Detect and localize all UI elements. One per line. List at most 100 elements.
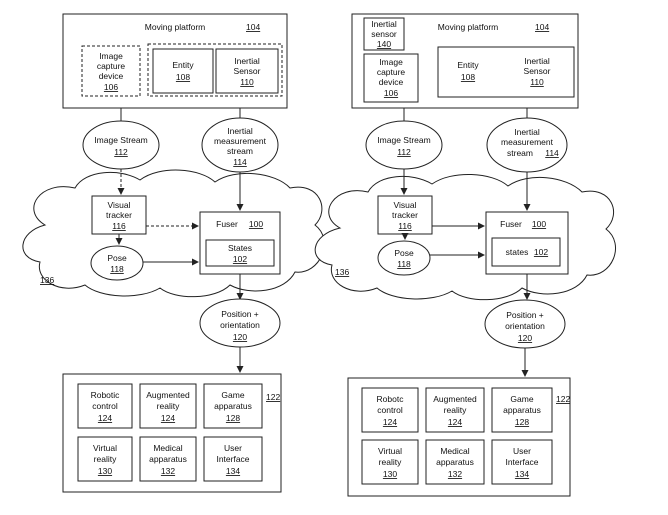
cloud-ref: 136: [335, 267, 349, 277]
app-label-1: Augmented: [433, 394, 477, 404]
image-capture-l2: capture: [377, 67, 406, 77]
image-capture-ref: 106: [384, 88, 398, 98]
pose-ref: 118: [397, 259, 411, 269]
image-capture-box: [81, 45, 141, 97]
app-label-1: Medical: [440, 446, 469, 456]
states-box: [491, 237, 561, 267]
apps-ref: 122: [556, 394, 570, 404]
app-ref: 132: [161, 466, 175, 476]
app-label-1: Augmented: [146, 390, 190, 400]
app-ref: 128: [226, 413, 240, 423]
inertial-sensor-l2: Sensor: [234, 66, 261, 76]
app-label-1: Medical: [153, 443, 182, 453]
inertial-sensor-l1: Inertial: [234, 56, 260, 66]
app-game-apparatus: Game apparatus 128: [203, 383, 263, 429]
image-stream-label: Image Stream: [377, 135, 430, 145]
image-capture-l2: capture: [97, 61, 126, 71]
app-augmented-reality: Augmented reality 124: [139, 383, 197, 429]
app-virtual-reality: Virtual reality 130: [361, 439, 419, 485]
image-capture-l1: Image: [379, 57, 403, 67]
pose-label: Pose: [107, 253, 127, 263]
states-ref: 102: [233, 254, 247, 264]
entity-group-box: [437, 46, 575, 98]
app-label-2: control: [377, 405, 403, 415]
app-label-2: reality: [444, 405, 467, 415]
app-label-1: Robotic: [91, 390, 121, 400]
pose-ellipse: [377, 240, 431, 276]
image-stream-ellipse: [82, 120, 160, 170]
app-label-2: apparatus: [503, 405, 541, 415]
image-stream-ellipse: [365, 120, 443, 170]
app-robotic-control: Robotic control 124: [77, 383, 133, 429]
image-stream-ref: 112: [397, 147, 411, 157]
visual-tracker-l2: tracker: [392, 210, 418, 220]
states-box: [205, 239, 275, 267]
position-ref: 120: [233, 332, 247, 342]
imu-stream-l3: stream: [507, 148, 533, 158]
visual-tracker-l1: Visual: [394, 200, 417, 210]
app-label-1: Game: [510, 394, 533, 404]
position-ref: 120: [518, 333, 532, 343]
inertial-sensor-140-l1: Inertial: [371, 19, 397, 29]
app-augmented-reality: Augmented reality 124: [425, 387, 485, 433]
app-game-apparatus: Game apparatus 128: [491, 387, 553, 433]
fuser-label: Fuser: [216, 219, 238, 229]
app-label-2: apparatus: [436, 457, 474, 467]
imu-stream-l2: measurement: [501, 137, 554, 147]
right-diagram: Moving platform 104 Inertial sensor 140 …: [314, 13, 616, 497]
visual-tracker-l1: Visual: [108, 200, 131, 210]
app-ref: 134: [226, 466, 240, 476]
image-capture-l3: device: [379, 77, 404, 87]
inertial-sensor-l1: Inertial: [524, 56, 550, 66]
pose-ellipse: [90, 245, 144, 281]
app-label-1: Game: [221, 390, 244, 400]
app-ref: 124: [383, 417, 397, 427]
fuser-label: Fuser: [500, 219, 522, 229]
app-user-interface: User Interface 134: [491, 439, 553, 485]
app-user-interface: User Interface 134: [203, 436, 263, 482]
app-ref: 124: [448, 417, 462, 427]
app-label-1: Virtual: [93, 443, 117, 453]
app-ref: 124: [161, 413, 175, 423]
imu-stream-ref: 114: [545, 148, 559, 158]
entity-ref: 108: [176, 72, 190, 82]
image-stream-label: Image Stream: [94, 135, 147, 145]
cloud-136: [314, 174, 616, 301]
app-label-2: control: [92, 401, 118, 411]
app-ref: 128: [515, 417, 529, 427]
inertial-sensor-140-l2: sensor: [371, 29, 397, 39]
image-capture-l3: device: [99, 71, 124, 81]
fuser-ref: 100: [532, 219, 546, 229]
position-l2: orientation: [220, 320, 260, 330]
app-ref: 124: [98, 413, 112, 423]
visual-tracker-l2: tracker: [106, 210, 132, 220]
entity-group-box: [147, 43, 283, 97]
app-ref: 130: [98, 466, 112, 476]
imu-stream-ref: 114: [233, 157, 247, 167]
apps-ref: 122: [266, 392, 280, 402]
entity-box: [152, 48, 214, 94]
states-label: states: [506, 247, 529, 257]
image-stream-ref: 112: [114, 147, 128, 157]
entity-ref: 108: [461, 72, 475, 82]
image-capture-box: [363, 53, 419, 103]
app-ref: 130: [383, 469, 397, 479]
app-medical-apparatus: Medical apparatus 132: [425, 439, 485, 485]
image-capture-ref: 106: [104, 82, 118, 92]
position-l2: orientation: [505, 321, 545, 331]
imu-stream-l1: Inertial: [514, 127, 540, 137]
app-medical-apparatus: Medical apparatus 132: [139, 436, 197, 482]
visual-tracker-ref: 116: [398, 221, 412, 231]
app-ref: 134: [515, 469, 529, 479]
app-label-2: reality: [379, 457, 402, 467]
inertial-sensor-ref: 110: [530, 77, 544, 87]
app-label-2: apparatus: [214, 401, 252, 411]
app-label-2: Interface: [505, 457, 538, 467]
inertial-sensor-box: [215, 48, 279, 94]
imu-stream-l1: Inertial: [227, 126, 253, 136]
states-label: States: [228, 243, 252, 253]
visual-tracker-ref: 116: [112, 221, 126, 231]
inertial-sensor-140-ref: 140: [377, 39, 391, 49]
app-label-2: apparatus: [149, 454, 187, 464]
